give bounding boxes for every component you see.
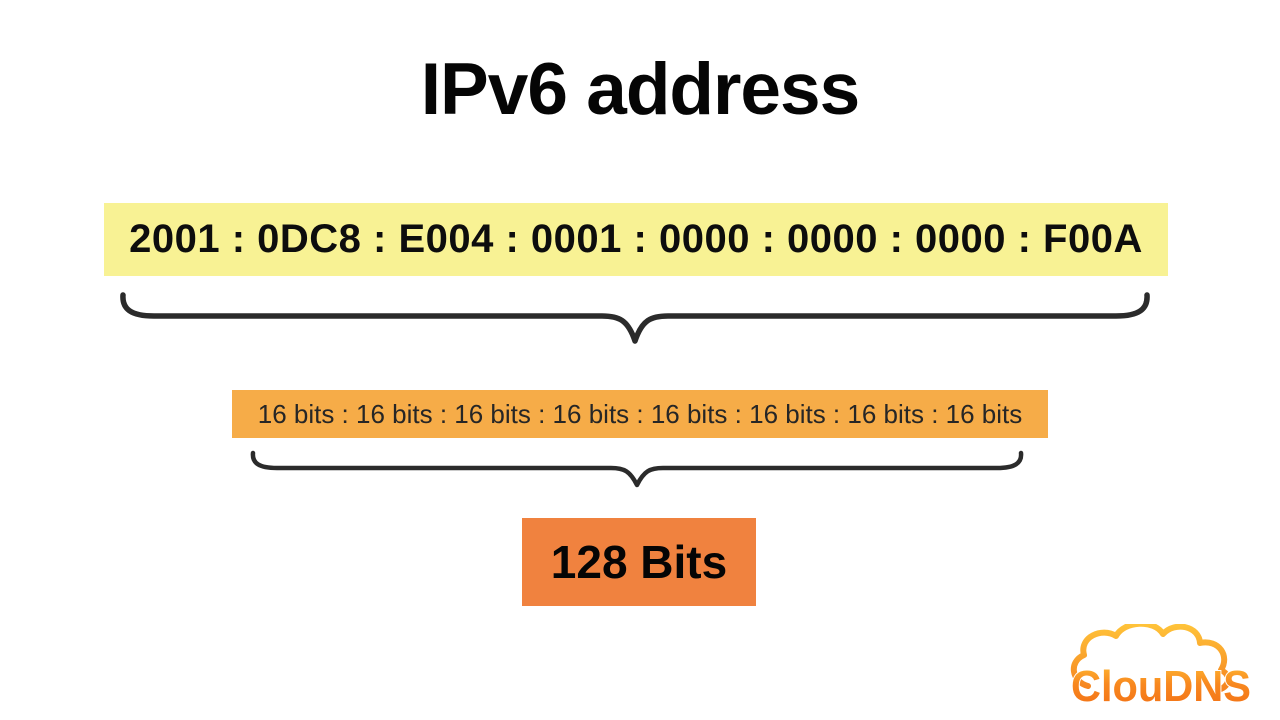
underbrace-bits-icon bbox=[250, 450, 1024, 488]
ipv6-address-value: 2001 : 0DC8 : E004 : 0001 : 0000 : 0000 … bbox=[104, 203, 1168, 276]
total-bits-box: 128 Bits bbox=[522, 518, 756, 606]
clou-dns-logo: ClouDNS bbox=[1062, 624, 1260, 714]
logo-wordmark: ClouDNS bbox=[1071, 662, 1251, 711]
cloud-icon bbox=[1071, 624, 1232, 693]
bits-segments-row: 16 bits : 16 bits : 16 bits : 16 bits : … bbox=[232, 390, 1048, 438]
page-title: IPv6 address bbox=[420, 49, 860, 130]
underbrace-address-icon bbox=[120, 292, 1150, 344]
